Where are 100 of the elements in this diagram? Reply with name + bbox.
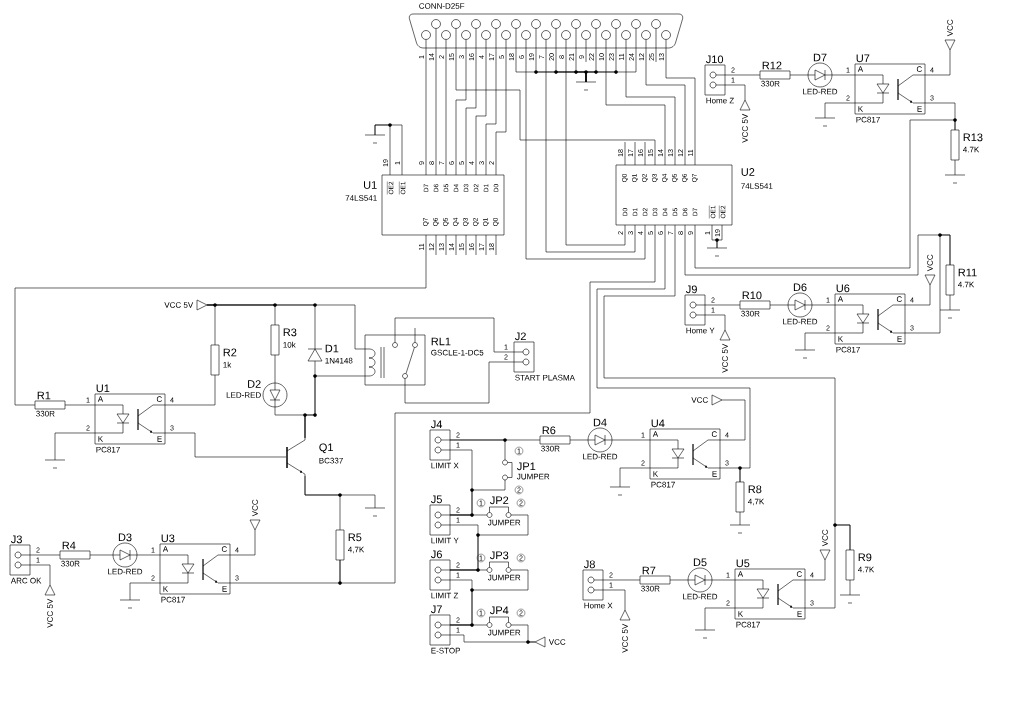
node-label: D1 <box>325 344 339 353</box>
wire <box>831 74 856 76</box>
resistor: R11 4.7K <box>945 264 977 296</box>
wire <box>669 579 689 581</box>
optocoupler: U1 A C K E PC817 <box>94 384 166 453</box>
node-label: U1 <box>96 384 110 393</box>
wire <box>425 47 427 176</box>
wire <box>811 304 836 306</box>
wire <box>449 439 506 461</box>
wire <box>619 467 651 488</box>
wire <box>475 47 487 176</box>
wire <box>404 361 515 404</box>
ground-symbol <box>694 629 716 639</box>
node-label: 330R <box>741 310 760 317</box>
optocoupler: U4 A C K E PC817 <box>649 419 721 488</box>
node-label: U3 <box>161 534 175 543</box>
optocoupler: U5 A C K E PC817 <box>734 559 806 628</box>
node-label: 1N4148 <box>325 357 353 364</box>
node-label: J8 <box>583 560 595 569</box>
node-label: PC817 <box>161 596 185 603</box>
wire <box>665 47 696 166</box>
node-label: J4 <box>430 420 443 429</box>
wire <box>596 224 751 483</box>
wire <box>711 579 736 581</box>
node-label: R3 <box>283 328 297 337</box>
wire <box>14 234 427 406</box>
wire <box>625 47 676 166</box>
node-label: ARC OK <box>10 577 42 584</box>
node-label: R13 <box>963 133 983 142</box>
ground-symbol <box>839 594 861 604</box>
wire <box>684 224 951 276</box>
node-label: D2 <box>248 380 261 388</box>
ground-symbol <box>944 174 966 184</box>
wire <box>229 529 256 556</box>
ground-symbol <box>44 459 66 469</box>
wire <box>904 284 931 306</box>
node-label: LED-RED <box>583 453 618 460</box>
node-label: Q1 <box>319 443 333 454</box>
wire <box>724 84 746 101</box>
resistor: R3 10k <box>270 324 297 356</box>
resistor: R7 330R <box>639 566 671 592</box>
resistor: R4 330R <box>59 541 91 567</box>
diode: D1 1N4148 <box>307 344 353 364</box>
ground-symbol <box>706 247 728 257</box>
wire <box>645 47 686 166</box>
node-label: JUMPER <box>516 473 550 480</box>
node-label: 330R <box>36 410 55 417</box>
wire <box>164 374 216 406</box>
ground-symbol <box>609 486 631 496</box>
node-label: JUMPER <box>487 519 521 526</box>
ground-symbol <box>814 117 836 127</box>
wire <box>603 224 851 551</box>
node-label: PC817 <box>651 481 675 488</box>
wire <box>585 47 637 83</box>
wire <box>704 607 736 631</box>
node-label: PC817 <box>736 621 760 628</box>
node-label: START PLASMA <box>515 374 575 381</box>
resistor: R6 330R <box>539 426 571 452</box>
wire <box>274 354 276 384</box>
resistor: R2 1k <box>210 344 237 376</box>
node-label: R11 <box>958 268 977 277</box>
node-label: E-STOP <box>431 647 461 654</box>
ground-symbol <box>794 349 816 359</box>
node-label: 74LS541 <box>345 195 377 201</box>
wire <box>129 582 161 601</box>
led: D7 LED-RED <box>803 53 838 95</box>
pin-header: J2 START PLASMA <box>513 332 575 381</box>
node-label: R9 <box>858 553 872 562</box>
wire <box>789 74 809 76</box>
wire <box>136 554 161 556</box>
node-label: JUMPER <box>487 574 521 581</box>
node-label: 330R <box>541 445 560 452</box>
node-label: 10k <box>283 341 296 348</box>
resistor: R12 330R <box>759 61 791 87</box>
node-label: JP2 <box>489 496 509 505</box>
wire <box>565 47 626 246</box>
resistor: R8 4,7K <box>735 481 765 513</box>
ground-symbol <box>729 524 751 534</box>
node-label: LED-RED <box>783 318 818 325</box>
wire <box>449 634 536 643</box>
wire <box>89 554 114 556</box>
node-label: CONN-D25F <box>419 3 465 9</box>
node-label: D6 <box>793 283 807 292</box>
node-label: Home Z <box>706 97 734 104</box>
node-label: 330R <box>761 80 780 87</box>
wire <box>602 579 641 581</box>
wire <box>449 449 473 516</box>
node-label: GSCLE-1-DC5 <box>431 349 484 356</box>
node-label: 4.7K <box>962 146 980 153</box>
wire <box>569 439 589 441</box>
wire <box>164 432 287 458</box>
wire <box>304 375 366 439</box>
led: D3 LED-RED <box>108 533 143 575</box>
wire <box>739 511 741 526</box>
ground-symbol <box>575 81 597 91</box>
wire <box>304 475 341 531</box>
wire <box>29 554 61 556</box>
wire <box>924 49 951 76</box>
wire <box>849 579 851 596</box>
transistor: Q1 BC337 <box>286 437 343 477</box>
